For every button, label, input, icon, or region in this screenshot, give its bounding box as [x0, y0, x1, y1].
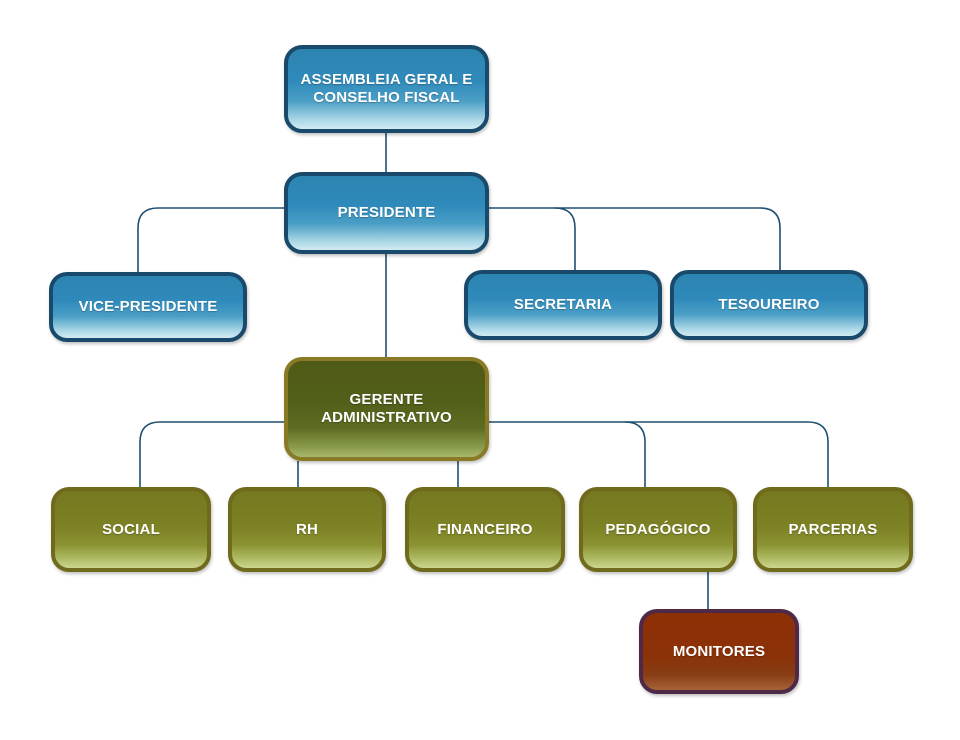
line-gerente-social — [139, 421, 284, 487]
node-tesoureiro-label: TESOUREIRO — [718, 296, 820, 313]
line-gerente-pedagogico — [489, 421, 646, 487]
node-presidente: PRESIDENTE — [284, 172, 489, 254]
node-gerente-administrativo: GERENTE ADMINISTRATIVO — [284, 357, 489, 461]
node-social: SOCIAL — [51, 487, 211, 572]
node-parcerias: PARCERIAS — [753, 487, 913, 572]
line-presidente-secretaria — [489, 207, 576, 270]
node-pedagogico-label: PEDAGÓGICO — [605, 520, 711, 538]
node-secretaria-label: SECRETARIA — [513, 296, 613, 313]
node-tesoureiro: TESOUREIRO — [670, 270, 868, 340]
node-secretaria: SECRETARIA — [464, 270, 662, 340]
node-monitores-label: MONITORES — [672, 642, 766, 660]
node-vice-presidente: VICE-PRESIDENTE — [49, 272, 247, 342]
node-pedagogico: PEDAGÓGICO — [579, 487, 737, 572]
node-financeiro-label: FINANCEIRO — [437, 520, 533, 538]
node-rh: RH — [228, 487, 386, 572]
node-monitores: MONITORES — [639, 609, 799, 694]
node-rh-label: RH — [295, 520, 319, 538]
line-presidente-tesoureiro — [555, 207, 781, 270]
node-gerente-label: GERENTE ADMINISTRATIVO — [321, 391, 452, 426]
node-presidente-label: PRESIDENTE — [337, 204, 436, 221]
line-presidente-vice — [137, 207, 284, 272]
node-assembleia-geral: ASSEMBLEIA GERAL E CONSELHO FISCAL — [284, 45, 489, 133]
node-assembleia-label: ASSEMBLEIA GERAL E CONSELHO FISCAL — [300, 71, 473, 106]
node-vice-presidente-label: VICE-PRESIDENTE — [78, 298, 218, 315]
line-gerente-parcerias — [625, 421, 829, 487]
node-financeiro: FINANCEIRO — [405, 487, 565, 572]
node-parcerias-label: PARCERIAS — [788, 520, 878, 538]
node-social-label: SOCIAL — [102, 520, 160, 538]
